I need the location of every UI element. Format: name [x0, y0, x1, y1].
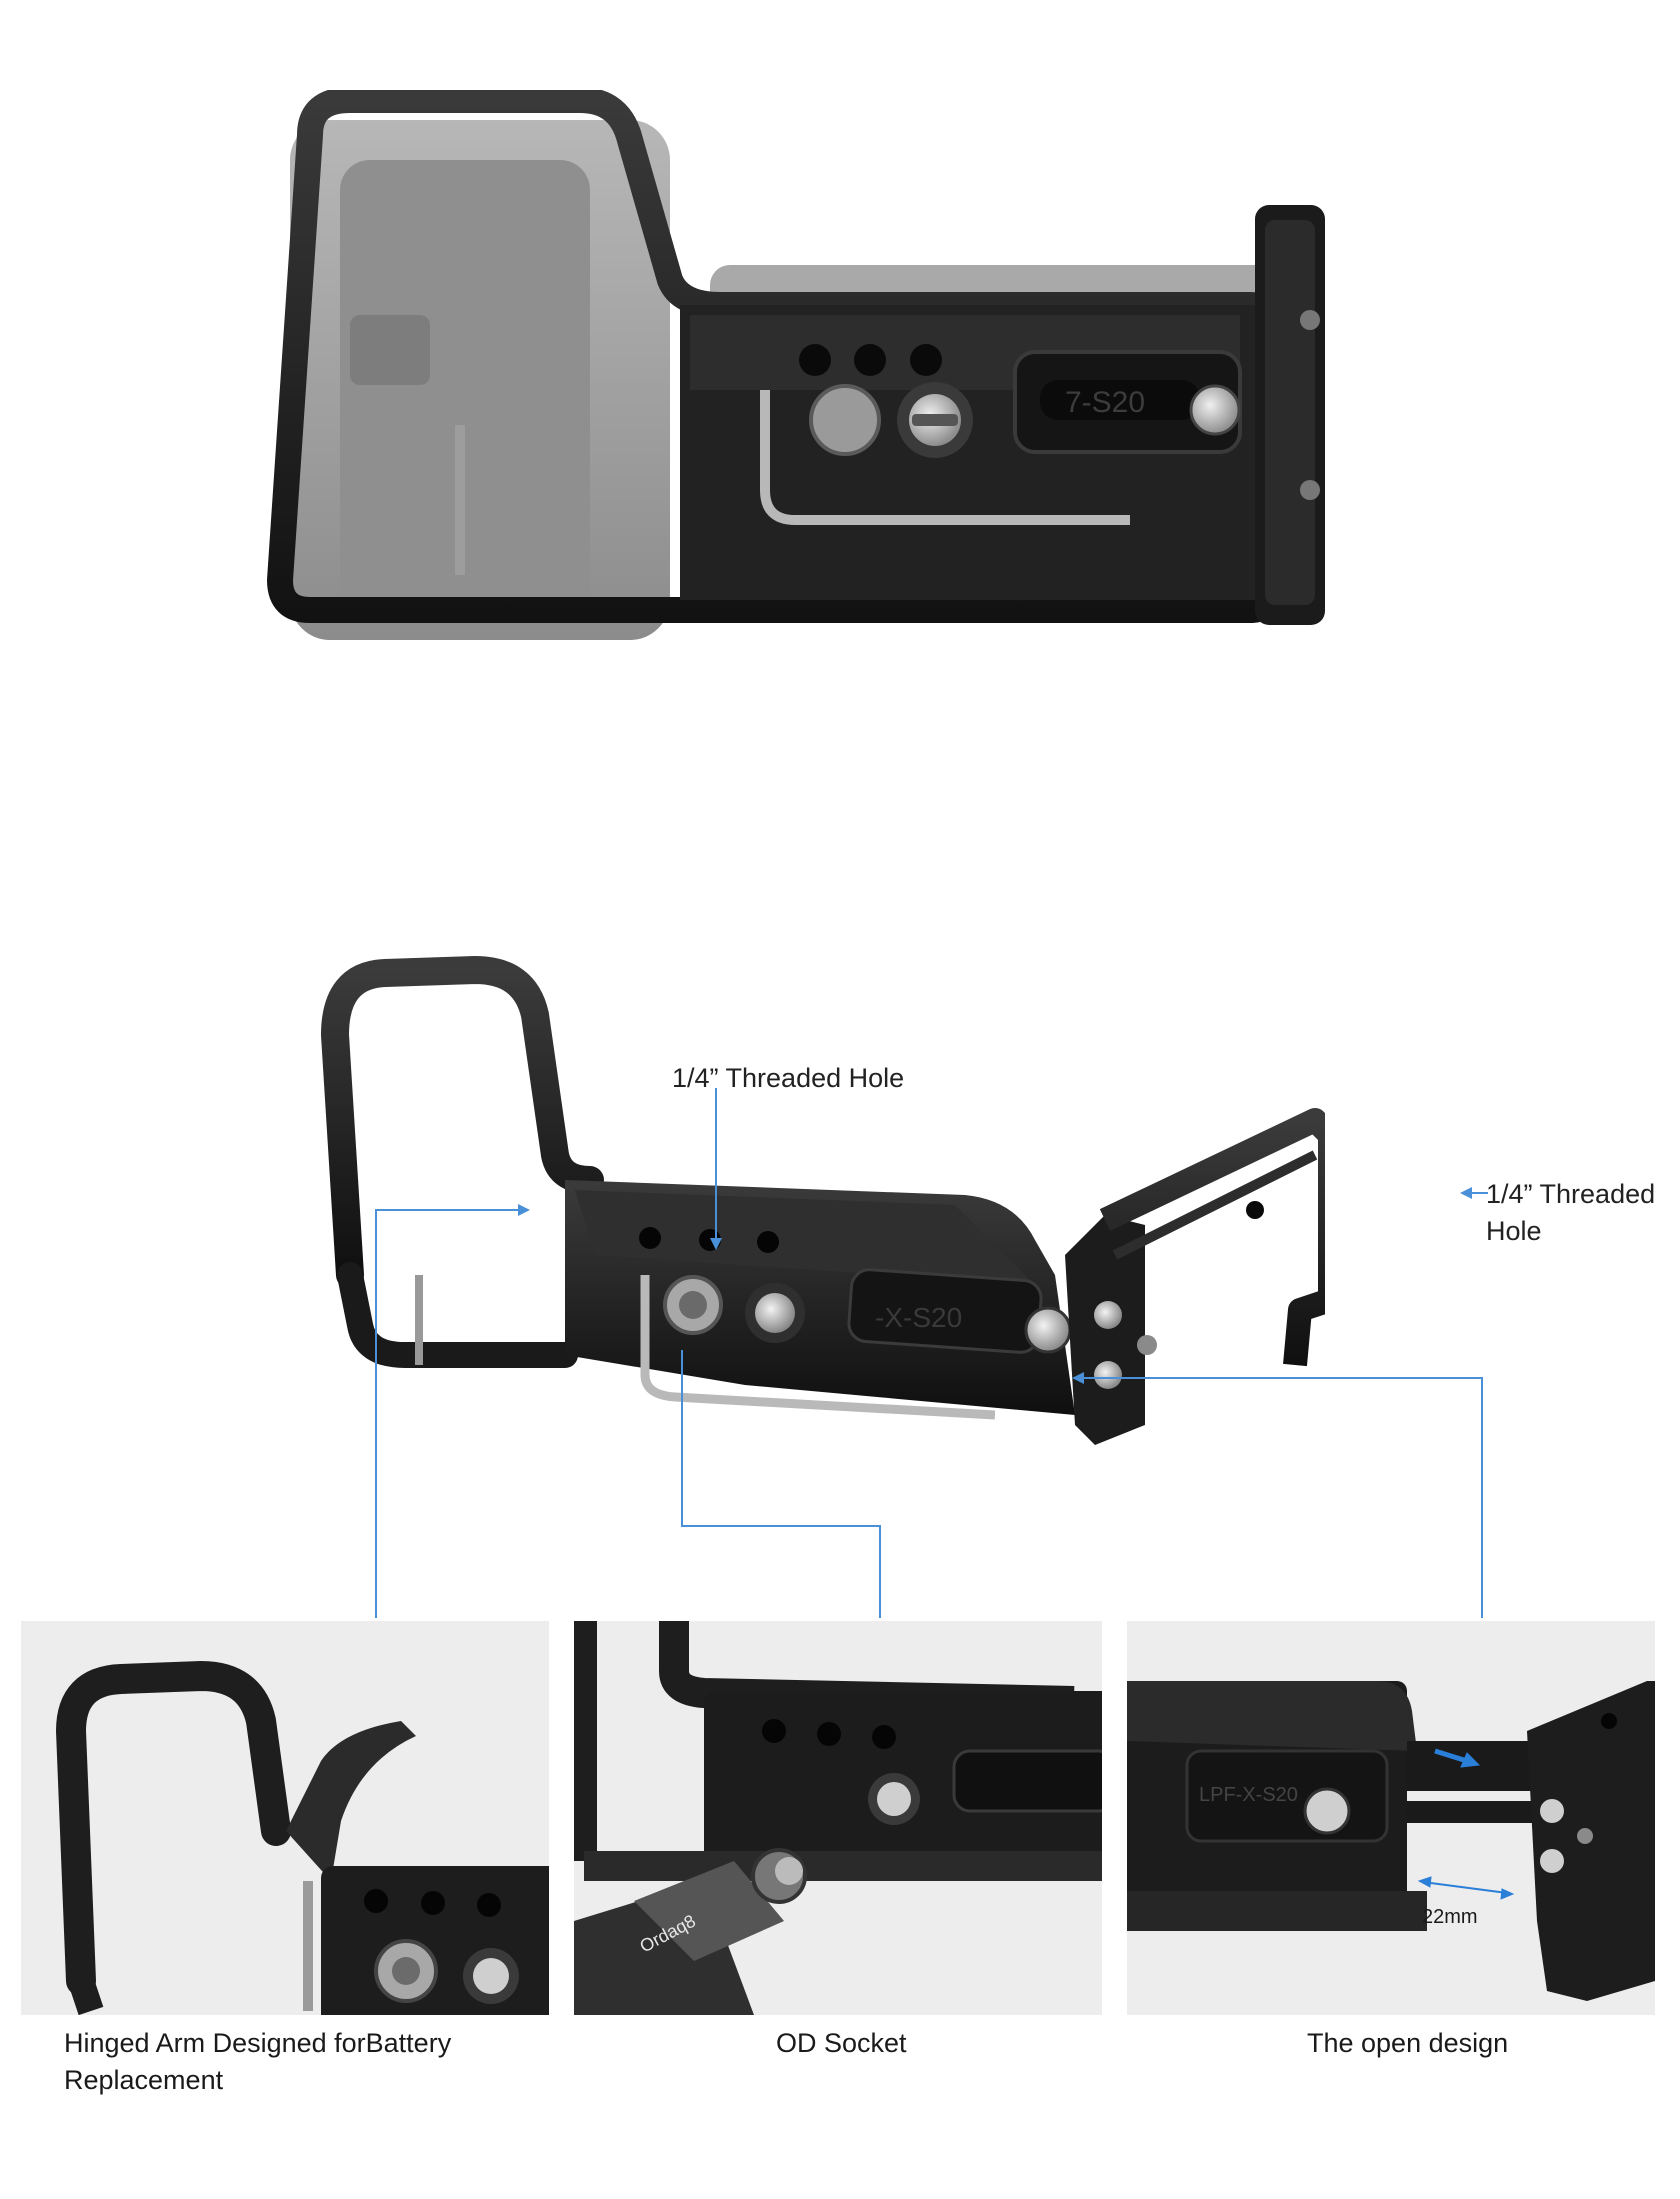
- caption-open-design: The open design: [1307, 2028, 1509, 2058]
- bracket-perspective-view: -X-S20: [315, 955, 1325, 1515]
- callout-threaded-hole-top: 1/4” Threaded Hole: [672, 1063, 905, 1093]
- bracket-top-view: 7-S20: [250, 90, 1510, 690]
- open-design-engraving: LPF-X-S20: [1199, 1784, 1298, 1806]
- panel-od-socket: Ordaq8: [574, 1621, 1102, 2015]
- front-plate-engraving: -X-S20: [875, 1302, 962, 1333]
- caption-hinged-arm: Hinged Arm Designed forBattery Replaceme…: [64, 2028, 452, 2095]
- callout-threaded-hole-side: 1/4” Threaded Hole: [1486, 1179, 1656, 1246]
- panel-open-design: LPF-X-S20 22mm: [1127, 1621, 1655, 2015]
- panel-hinged-arm: [21, 1621, 549, 2015]
- top-plate-engraving: 7-S20: [1065, 386, 1145, 419]
- caption-od-socket: OD Socket: [776, 2028, 907, 2058]
- open-design-dimension: 22mm: [1422, 1906, 1478, 1928]
